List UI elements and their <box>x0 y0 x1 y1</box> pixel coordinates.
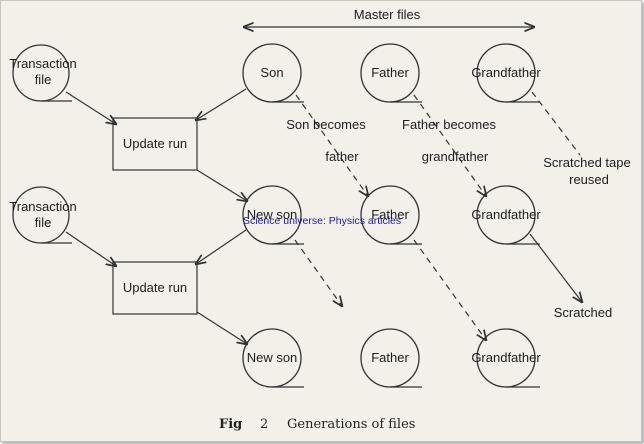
arrow-new-son-to-update-bottom <box>196 229 247 264</box>
watermark-text: Science universe: Physics articles <box>243 215 401 227</box>
new-son-bottom-label: New son <box>247 350 298 365</box>
arrow-transaction-to-update-top <box>65 91 116 124</box>
caption-text: Generations of files <box>287 417 415 432</box>
reel-new-son-mid <box>242 185 304 245</box>
grandfather-mid-label: Grandfather <box>471 207 541 222</box>
dashed-grandfather-to-scratched-tape <box>531 91 581 156</box>
transaction-file-bottom-label-1: Transaction <box>9 199 76 214</box>
arrow-update-to-new-son-bottom <box>196 311 247 344</box>
reel-grandfather-bottom <box>476 328 540 388</box>
father-mid-label: Father <box>371 207 409 222</box>
reel-new-son-bottom <box>242 328 304 388</box>
update-run-top-label: Update run <box>123 136 187 151</box>
transaction-file-top-label-2: file <box>35 72 52 87</box>
update-run-box-bottom <box>112 261 198 315</box>
reel-son <box>242 43 304 103</box>
father-top-label: Father <box>371 65 409 80</box>
reel-transaction-bottom <box>12 186 72 244</box>
scratched-label: Scratched <box>554 305 613 320</box>
grandfather-top-label: Grandfather <box>471 65 541 80</box>
update-run-bottom-label: Update run <box>123 280 187 295</box>
reel-grandfather-top <box>476 43 540 103</box>
arrow-grandfather-to-scratched <box>529 233 582 302</box>
master-files-label: Master files <box>354 7 421 22</box>
dashed-new-son-to-father <box>294 239 342 306</box>
arrow-son-to-update-top <box>196 88 247 120</box>
caption-number: 2 <box>260 417 268 432</box>
transaction-file-bottom-label-2: file <box>35 215 52 230</box>
update-run-box-top <box>112 117 198 171</box>
reel-father-top <box>360 43 422 103</box>
father-bottom-label: Father <box>371 350 409 365</box>
father-becomes-label-2: grandfather <box>422 149 489 164</box>
transaction-file-top-label-1: Transaction <box>9 56 76 71</box>
father-becomes-label-1: Father becomes <box>402 117 496 132</box>
scratched-tape-label-2: reused <box>569 172 609 187</box>
dashed-son-to-father <box>295 94 368 196</box>
reel-father-bottom <box>360 328 422 388</box>
son-becomes-label-1: Son becomes <box>286 117 366 132</box>
scratched-tape-label-1: Scratched tape <box>543 155 630 170</box>
arrow-transaction-to-update-bottom <box>65 231 116 266</box>
new-son-mid-label: New son <box>247 207 298 222</box>
caption-fig: Fig <box>219 417 242 432</box>
grandfather-bottom-label: Grandfather <box>471 350 541 365</box>
reel-transaction-top <box>12 44 72 102</box>
dashed-father-to-grandfather-bottom <box>413 239 486 340</box>
reel-grandfather-mid <box>476 185 540 245</box>
son-becomes-label-2: father <box>325 149 359 164</box>
dashed-father-to-grandfather <box>413 94 486 196</box>
arrow-update-to-new-son-mid <box>196 169 247 201</box>
son-label: Son <box>260 65 283 80</box>
